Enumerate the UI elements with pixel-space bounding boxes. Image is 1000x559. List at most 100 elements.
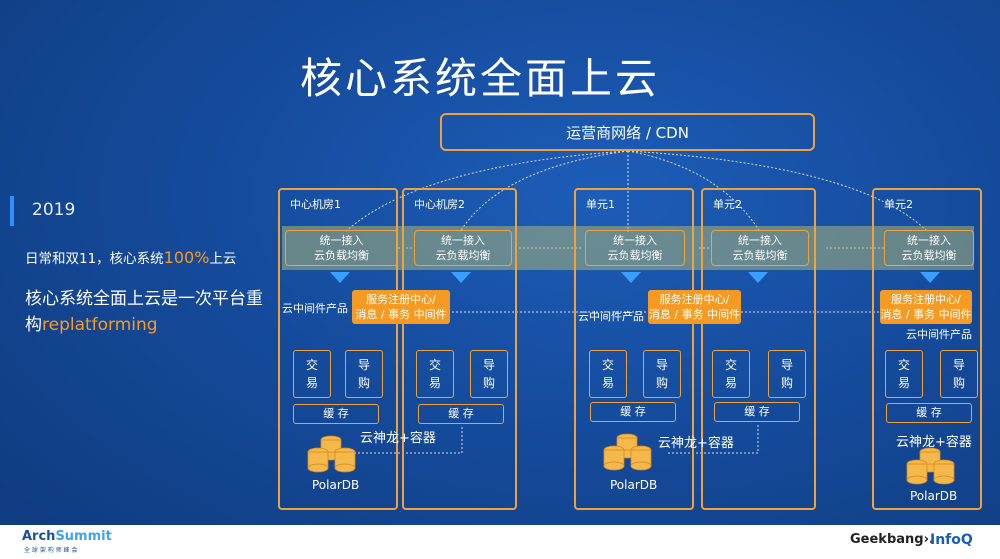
- dragon-container-label: 云神龙+容器: [658, 436, 734, 451]
- summary-line-1-highlight: 100%: [163, 248, 210, 267]
- summary-line-2-prefix: 核心系统全面上云是一次平台重构: [25, 289, 263, 335]
- access-line-1: 统一接入: [441, 234, 485, 247]
- archsummit-subtitle: 全 球 架 构 师 峰 会: [24, 547, 78, 554]
- access-line-1: 统一接入: [738, 234, 782, 247]
- service-trade: 交易: [416, 350, 454, 398]
- cache-box: 缓 存: [590, 402, 676, 422]
- polardb-label: PolarDB: [610, 478, 658, 492]
- service-char: 易: [305, 376, 318, 390]
- summary-line-2-highlight: replatforming: [42, 315, 158, 335]
- polardb-label: PolarDB: [910, 489, 958, 503]
- infoq-logo: InfoQ: [930, 532, 973, 548]
- room-label: 单元2: [713, 198, 742, 211]
- service-char: 交: [428, 358, 441, 372]
- service-guide: 导购: [768, 350, 806, 398]
- middleware-box: 服务注册中心/ 消息 / 事务 中间件: [648, 290, 741, 324]
- dragon-container-label: 云神龙+容器: [360, 431, 436, 446]
- service-char: 交: [305, 358, 318, 372]
- access-box: 统一接入 云负载均衡: [414, 230, 512, 266]
- unit-2-right: 单元2: [872, 188, 982, 510]
- service-trade: 交易: [885, 350, 923, 398]
- cdn-link-unit2: [627, 150, 761, 233]
- dragon-link-b: [668, 425, 759, 454]
- unit-1: 单元1: [574, 188, 694, 510]
- room-label: 中心机房2: [414, 198, 465, 211]
- archsummit-logo: ArchSummit: [22, 529, 112, 544]
- access-box: 统一接入 云负载均衡: [285, 230, 398, 266]
- service-char: 导: [357, 358, 370, 372]
- access-line-1: 统一接入: [907, 234, 951, 247]
- service-char: 导: [655, 358, 668, 372]
- service-guide: 导购: [940, 350, 978, 398]
- service-char: 交: [897, 358, 910, 372]
- service-char: 导: [482, 358, 495, 372]
- service-char: 交: [601, 358, 614, 372]
- service-trade: 交易: [712, 350, 750, 398]
- summary-line-1-suffix: 上云: [209, 251, 237, 267]
- middleware-line-1: 服务注册中心/: [891, 293, 961, 306]
- cdn-link-room2: [459, 150, 629, 233]
- polardb-label: PolarDB: [312, 478, 360, 492]
- room-label: 中心机房1: [290, 198, 341, 211]
- service-char: 易: [428, 376, 441, 390]
- room-center-1: 中心机房1: [278, 188, 398, 510]
- middleware-line-1: 服务注册中心/: [659, 293, 730, 306]
- service-trade: 交易: [589, 350, 627, 398]
- dragon-container-label: 云神龙+容器: [896, 435, 972, 450]
- service-char: 易: [601, 376, 614, 390]
- service-char: 购: [357, 376, 370, 390]
- service-char: 购: [952, 376, 965, 390]
- down-arrow-1: [330, 272, 350, 283]
- down-arrow-5: [920, 272, 940, 283]
- middleware-box: 服务注册中心/ 消息 / 事务 中间件: [352, 290, 450, 324]
- year-accent-bar: [10, 196, 14, 226]
- service-char: 导: [952, 358, 965, 372]
- access-line-2: 云负载均衡: [901, 249, 957, 262]
- cache-box: 缓 存: [886, 403, 972, 423]
- middleware-line-2: 消息 / 事务 中间件: [880, 308, 972, 321]
- middleware-label: 云中间件产品: [906, 328, 972, 341]
- cache-box: 缓 存: [714, 402, 800, 422]
- summary-line-1: 日常和双11，核心系统100%上云: [25, 247, 236, 267]
- service-guide: 导购: [345, 350, 383, 398]
- access-line-2: 云负载均衡: [314, 249, 369, 262]
- cache-box: 缓 存: [293, 404, 379, 424]
- service-guide: 导购: [643, 350, 681, 398]
- cdn-link-unit2b: [627, 150, 929, 233]
- room-label: 单元2: [884, 198, 913, 211]
- db-cylinders: [307, 433, 955, 485]
- service-char: 导: [780, 358, 793, 372]
- summary-line-1-prefix: 日常和双11，核心系统: [25, 251, 164, 267]
- service-trade: 交易: [293, 350, 331, 398]
- service-char: 易: [724, 376, 737, 390]
- cdn-link-room1: [344, 150, 629, 233]
- service-char: 交: [724, 358, 737, 372]
- down-arrow-3: [621, 272, 641, 283]
- access-box: 统一接入 云负载均衡: [884, 230, 974, 266]
- geekbang-logo: Geekbang›.: [850, 532, 934, 547]
- access-box: 统一接入 云负载均衡: [585, 230, 685, 266]
- unit-2: 单元2: [701, 188, 816, 510]
- service-char: 购: [655, 376, 668, 390]
- middleware-line-1: 服务注册中心/: [366, 293, 436, 306]
- slide-title: 核心系统全面上云: [300, 54, 661, 103]
- dragon-link-a: [350, 425, 463, 454]
- access-line-2: 云负载均衡: [607, 249, 663, 262]
- down-arrow-4: [748, 272, 768, 283]
- cache-box: 缓 存: [418, 404, 504, 424]
- middleware-line-2: 消息 / 事务 中间件: [355, 308, 447, 321]
- service-char: 购: [482, 376, 495, 390]
- cdn-box: 运营商网络 / CDN: [440, 113, 815, 151]
- middleware-line-2: 消息 / 事务 中间件: [648, 308, 741, 321]
- access-box: 统一接入 云负载均衡: [711, 230, 809, 266]
- down-arrow-2: [451, 272, 471, 283]
- summary-line-2: 核心系统全面上云是一次平台重构replatforming: [25, 286, 270, 338]
- service-char: 购: [780, 376, 793, 390]
- access-line-1: 统一接入: [319, 234, 364, 247]
- middleware-label: 云中间件产品: [282, 302, 348, 315]
- access-line-2: 云负载均衡: [435, 249, 491, 262]
- room-center-2: 中心机房2: [402, 188, 517, 510]
- room-label: 单元1: [586, 198, 615, 211]
- access-line-1: 统一接入: [613, 234, 657, 247]
